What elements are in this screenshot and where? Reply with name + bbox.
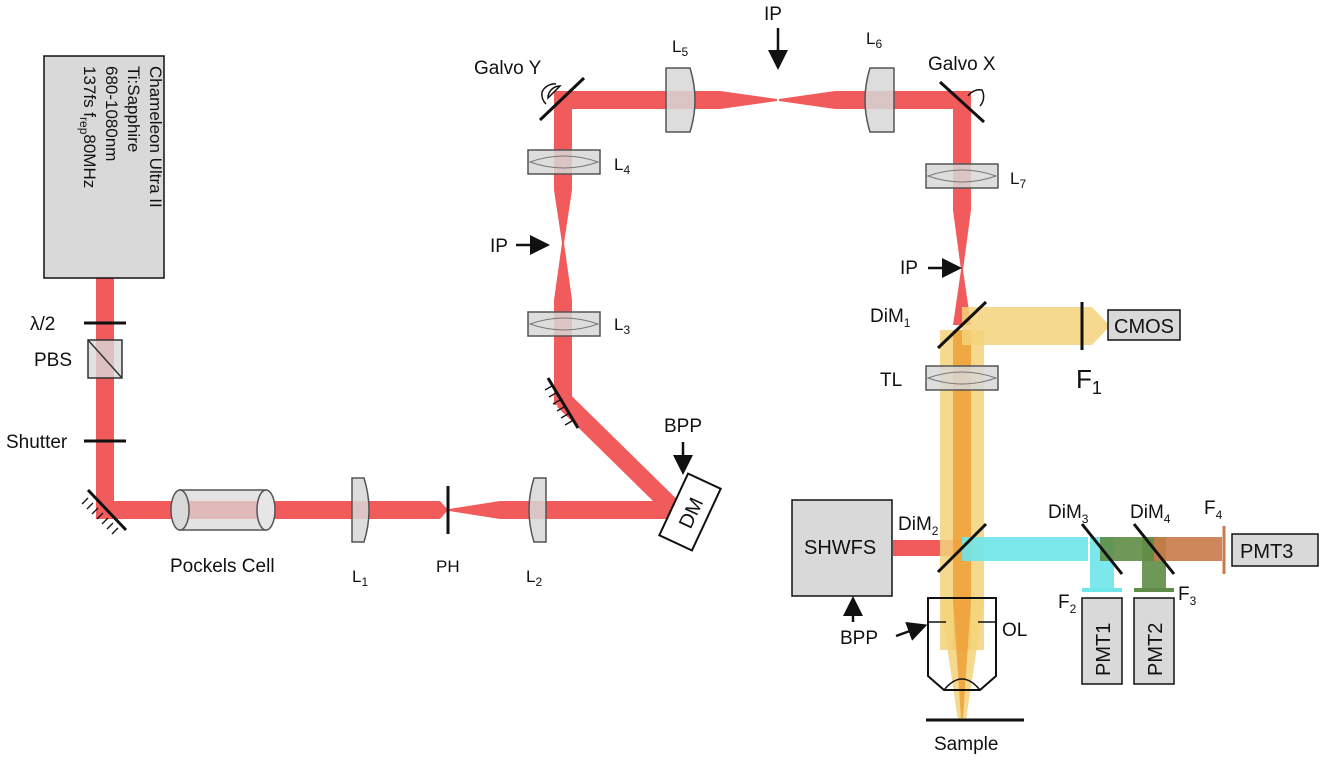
pmt2-detector bbox=[1133, 597, 1175, 685]
lens-l4 bbox=[527, 149, 601, 175]
laser-rep-rate: 80MHz bbox=[80, 134, 99, 188]
dim3-label: DiM3 bbox=[1048, 502, 1089, 526]
pockels-cell bbox=[170, 489, 276, 531]
lens-l2-label: L2 bbox=[526, 567, 542, 589]
lens-l7-label: L7 bbox=[1010, 169, 1026, 191]
lens-l4-label: L4 bbox=[614, 155, 630, 177]
galvo-y-mirror bbox=[538, 76, 586, 122]
galvo-x-mirror bbox=[938, 80, 986, 124]
pockels-label: Pockels Cell bbox=[170, 556, 275, 577]
shwfs-sensor bbox=[791, 499, 893, 597]
pbs-label: PBS bbox=[34, 350, 72, 371]
f3-label: F3 bbox=[1178, 584, 1197, 608]
cmos-label: CMOS bbox=[1114, 316, 1174, 338]
cmos-camera bbox=[1107, 309, 1181, 341]
bpp-top-label: BPP bbox=[664, 416, 702, 437]
ip-top-label: IP bbox=[764, 4, 782, 25]
f1-label: F1 bbox=[1076, 364, 1102, 398]
mirror-middle bbox=[544, 377, 580, 429]
dim4-label: DiM4 bbox=[1130, 502, 1171, 526]
sample-label: Sample bbox=[934, 734, 998, 755]
pinhole-label: PH bbox=[436, 557, 460, 576]
dichroic-dim1 bbox=[936, 300, 988, 350]
objective-lens bbox=[927, 597, 997, 691]
dichroic-mirror-dm: DM bbox=[657, 472, 723, 552]
laser-model: Chameleon Ultra II bbox=[146, 66, 165, 208]
lens-l1-label: L1 bbox=[352, 567, 368, 589]
ip-left-label: IP bbox=[490, 236, 508, 257]
pmt3-label: PMT3 bbox=[1240, 541, 1293, 563]
galvo-x-label: Galvo X bbox=[928, 54, 996, 75]
tl-label: TL bbox=[880, 370, 902, 391]
galvo-y-label: Galvo Y bbox=[474, 58, 542, 79]
mirror-bottom-left bbox=[81, 488, 128, 535]
pmt1-label: PMT1 bbox=[1093, 623, 1115, 676]
ip-right-label: IP bbox=[900, 258, 918, 279]
half-wave-label: λ/2 bbox=[30, 314, 55, 335]
pmt3-detector bbox=[1231, 533, 1319, 567]
bpp-objective-arrow bbox=[895, 622, 928, 641]
dim2-label: DiM2 bbox=[898, 514, 939, 538]
lens-l2 bbox=[528, 477, 547, 543]
shutter-label: Shutter bbox=[6, 432, 68, 453]
f4-label: F4 bbox=[1204, 498, 1223, 522]
laser-type: Ti:Sapphire bbox=[124, 66, 143, 152]
dichroic-dim3 bbox=[1080, 523, 1124, 575]
pmt1-detector bbox=[1081, 597, 1123, 685]
lens-l5-label: L5 bbox=[672, 37, 688, 59]
laser-pulse: 137fs f bbox=[80, 66, 99, 117]
lens-l3-label: L3 bbox=[614, 315, 630, 337]
laser-rep-sub: rep bbox=[77, 117, 91, 135]
lens-l6-label: L6 bbox=[866, 29, 882, 51]
lens-l7 bbox=[925, 163, 999, 189]
dim1-label: DiM1 bbox=[870, 306, 911, 330]
pbs-cube bbox=[87, 339, 123, 379]
dichroic-dim2 bbox=[936, 522, 988, 574]
pmt2-label: PMT2 bbox=[1145, 623, 1167, 676]
laser-source: Chameleon Ultra II Ti:Sapphire 680-1080n… bbox=[43, 55, 165, 279]
lens-l3 bbox=[527, 311, 601, 337]
lens-l1 bbox=[351, 477, 370, 543]
bpp-bottom-label: BPP bbox=[840, 628, 878, 649]
svg-text:137fs frep80MHz: 137fs frep80MHz bbox=[77, 66, 99, 188]
ol-label: OL bbox=[1002, 620, 1027, 641]
tube-lens bbox=[925, 365, 999, 391]
laser-wavelength: 680-1080nm bbox=[102, 66, 121, 161]
lens-l5 bbox=[665, 67, 696, 133]
f2-label: F2 bbox=[1058, 592, 1077, 616]
dichroic-dim4 bbox=[1132, 523, 1176, 575]
shwfs-label: SHWFS bbox=[804, 537, 876, 559]
lens-l6 bbox=[864, 67, 895, 133]
